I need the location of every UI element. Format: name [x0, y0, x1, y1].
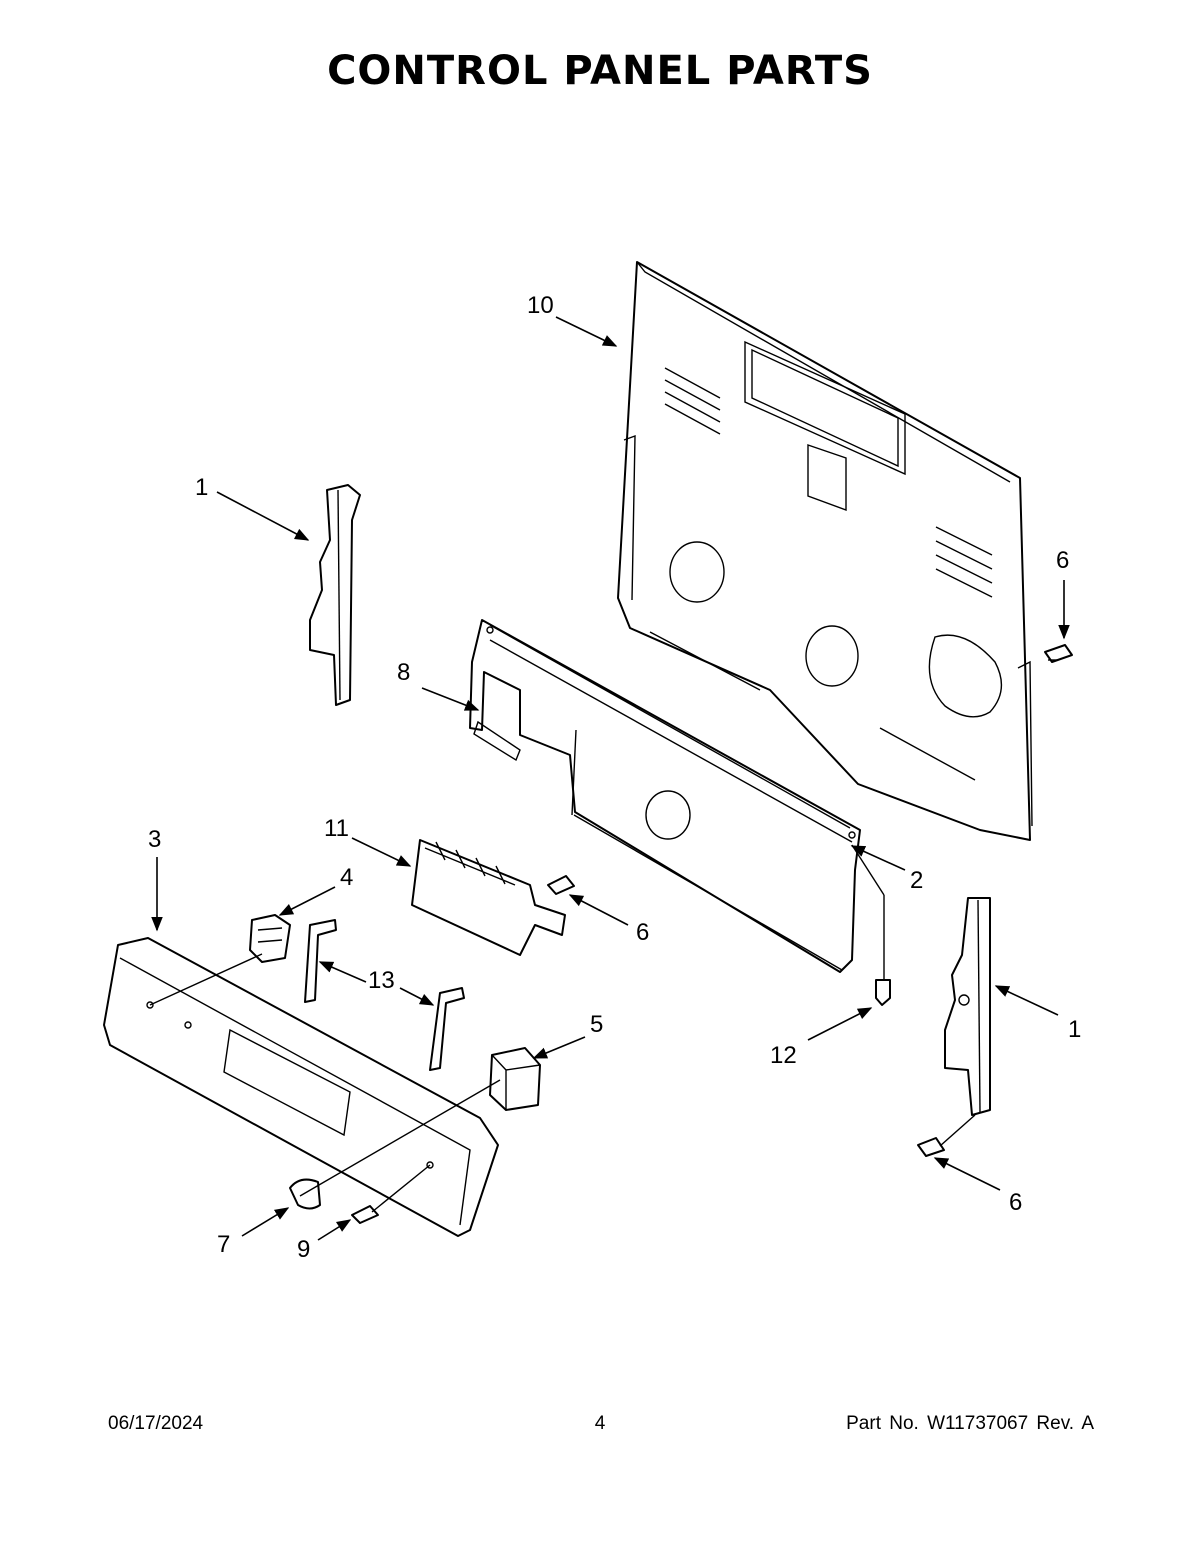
- vent-slots-right: [935, 526, 993, 598]
- leader-lines: [149, 316, 1070, 1241]
- part-8-support-bracket: [469, 619, 861, 973]
- callout-12: 12: [770, 1042, 797, 1069]
- part-3-control-console: [103, 937, 499, 1237]
- callout-6-top-right: 6: [1056, 547, 1069, 574]
- part-11-control-board: [411, 839, 566, 956]
- part-10-rear-panel: [617, 261, 1033, 841]
- callout-6-bottom: 6: [1009, 1189, 1022, 1216]
- callout-3: 3: [148, 826, 161, 853]
- footer-part-number: Part No. W11737067 Rev. A: [846, 1413, 1094, 1434]
- part-6-screw-top-right: [1044, 644, 1073, 663]
- part-6-screw-bottom: [917, 1137, 945, 1157]
- callout-8: 8: [397, 659, 410, 686]
- footer-page-number: 4: [594, 1413, 606, 1434]
- callout-2: 2: [910, 867, 923, 894]
- part-1-right-end-bracket: [944, 897, 991, 1116]
- callout-11: 11: [324, 815, 349, 842]
- callout-4: 4: [340, 864, 353, 891]
- callout-6-mid: 6: [636, 919, 649, 946]
- vent-slots-left: [664, 367, 721, 435]
- part-12-screw: [875, 979, 891, 1006]
- part-9-screw: [351, 1205, 379, 1224]
- callout-10: 10: [527, 292, 554, 319]
- part-4-switch: [249, 914, 291, 963]
- part-6-screw-mid: [547, 875, 575, 895]
- callout-1-right: 1: [1068, 1016, 1081, 1043]
- part-1-left-end-bracket: [309, 484, 361, 706]
- callout-5: 5: [590, 1011, 603, 1038]
- page-title: CONTROL PANEL PARTS: [327, 48, 873, 94]
- part-13-clips: [304, 919, 465, 1071]
- callout-7: 7: [217, 1231, 230, 1258]
- part-7-knob: [289, 1178, 321, 1210]
- callout-1-left: 1: [195, 474, 208, 501]
- callout-9: 9: [297, 1236, 310, 1263]
- footer-date: 06/17/2024: [108, 1413, 204, 1434]
- callout-13: 13: [368, 967, 395, 994]
- part-5-block: [489, 1047, 541, 1111]
